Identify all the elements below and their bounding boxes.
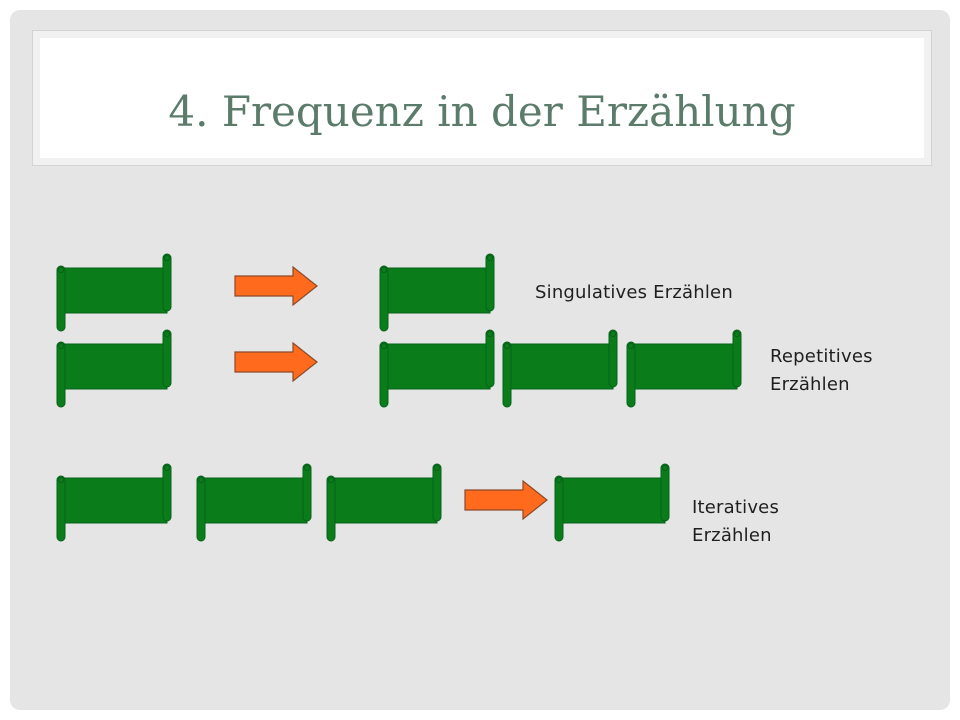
label-iterative-line-2: Erzählen [692, 525, 772, 546]
page-title: 4. Frequenz in der Erzählung [168, 87, 796, 136]
scroll-iterative-story-2 [196, 463, 312, 542]
scroll-repetitive-narrative-2 [502, 329, 618, 408]
arrow-iterative [464, 479, 548, 521]
label-repetitive-line-2: Erzählen [770, 374, 850, 395]
scroll-singulative-story [56, 253, 172, 332]
arrow-singulative [234, 265, 318, 307]
label-iterative-line-1: Iteratives [692, 497, 780, 518]
title-box: 4. Frequenz in der Erzählung [32, 30, 932, 166]
arrow-repetitive [234, 341, 318, 383]
label-singulative: Singulatives Erzählen [535, 282, 733, 303]
scroll-iterative-story-1 [56, 463, 172, 542]
scroll-iterative-story-3 [326, 463, 442, 542]
label-repetitive-line-1: Repetitives [770, 346, 873, 367]
scroll-repetitive-narrative-1 [379, 329, 495, 408]
scroll-singulative-narrative [379, 253, 495, 332]
scroll-iterative-narrative [554, 463, 670, 542]
scroll-repetitive-narrative-3 [626, 329, 742, 408]
scroll-repetitive-story [56, 329, 172, 408]
